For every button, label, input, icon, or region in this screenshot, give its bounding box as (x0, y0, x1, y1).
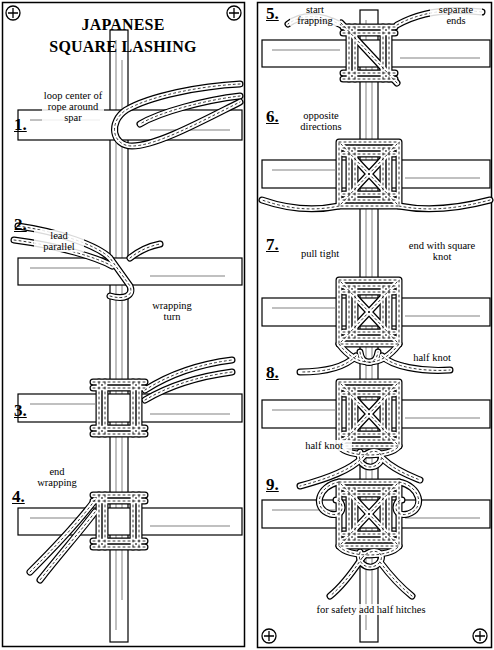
step-note: end wrapping (32, 466, 82, 488)
step-number: 6. (266, 108, 279, 125)
step-note: for safety add half hitches (296, 604, 446, 615)
step-note: lead parallel (34, 230, 84, 252)
step-note: end with square knot (404, 240, 480, 262)
step-number: 8. (266, 364, 279, 381)
register-mark (6, 6, 487, 643)
step-number: 2. (14, 216, 27, 233)
step-number: 1. (14, 116, 27, 133)
step-note: pull tight (292, 248, 348, 259)
step-note: loop center of rope around spar (42, 90, 104, 123)
spar-grain (30, 50, 480, 526)
step-number: 5. (266, 5, 279, 22)
step-number: 7. (266, 236, 279, 253)
horizontal-spar (18, 40, 490, 535)
step-note: half knot (404, 352, 460, 363)
rope (14, 11, 490, 596)
step-note: separate ends (430, 4, 482, 26)
step-note: wrapping turn (146, 300, 198, 322)
step-number: 3. (14, 402, 27, 419)
step-note: start frapping (290, 4, 340, 26)
step-number: 4. (12, 488, 25, 505)
step-note: opposite directions (292, 110, 350, 132)
diagram-title: JAPANESE SQUARE LASHING (48, 14, 198, 57)
step-number: 9. (266, 476, 279, 493)
step-note: half knot (296, 440, 352, 451)
